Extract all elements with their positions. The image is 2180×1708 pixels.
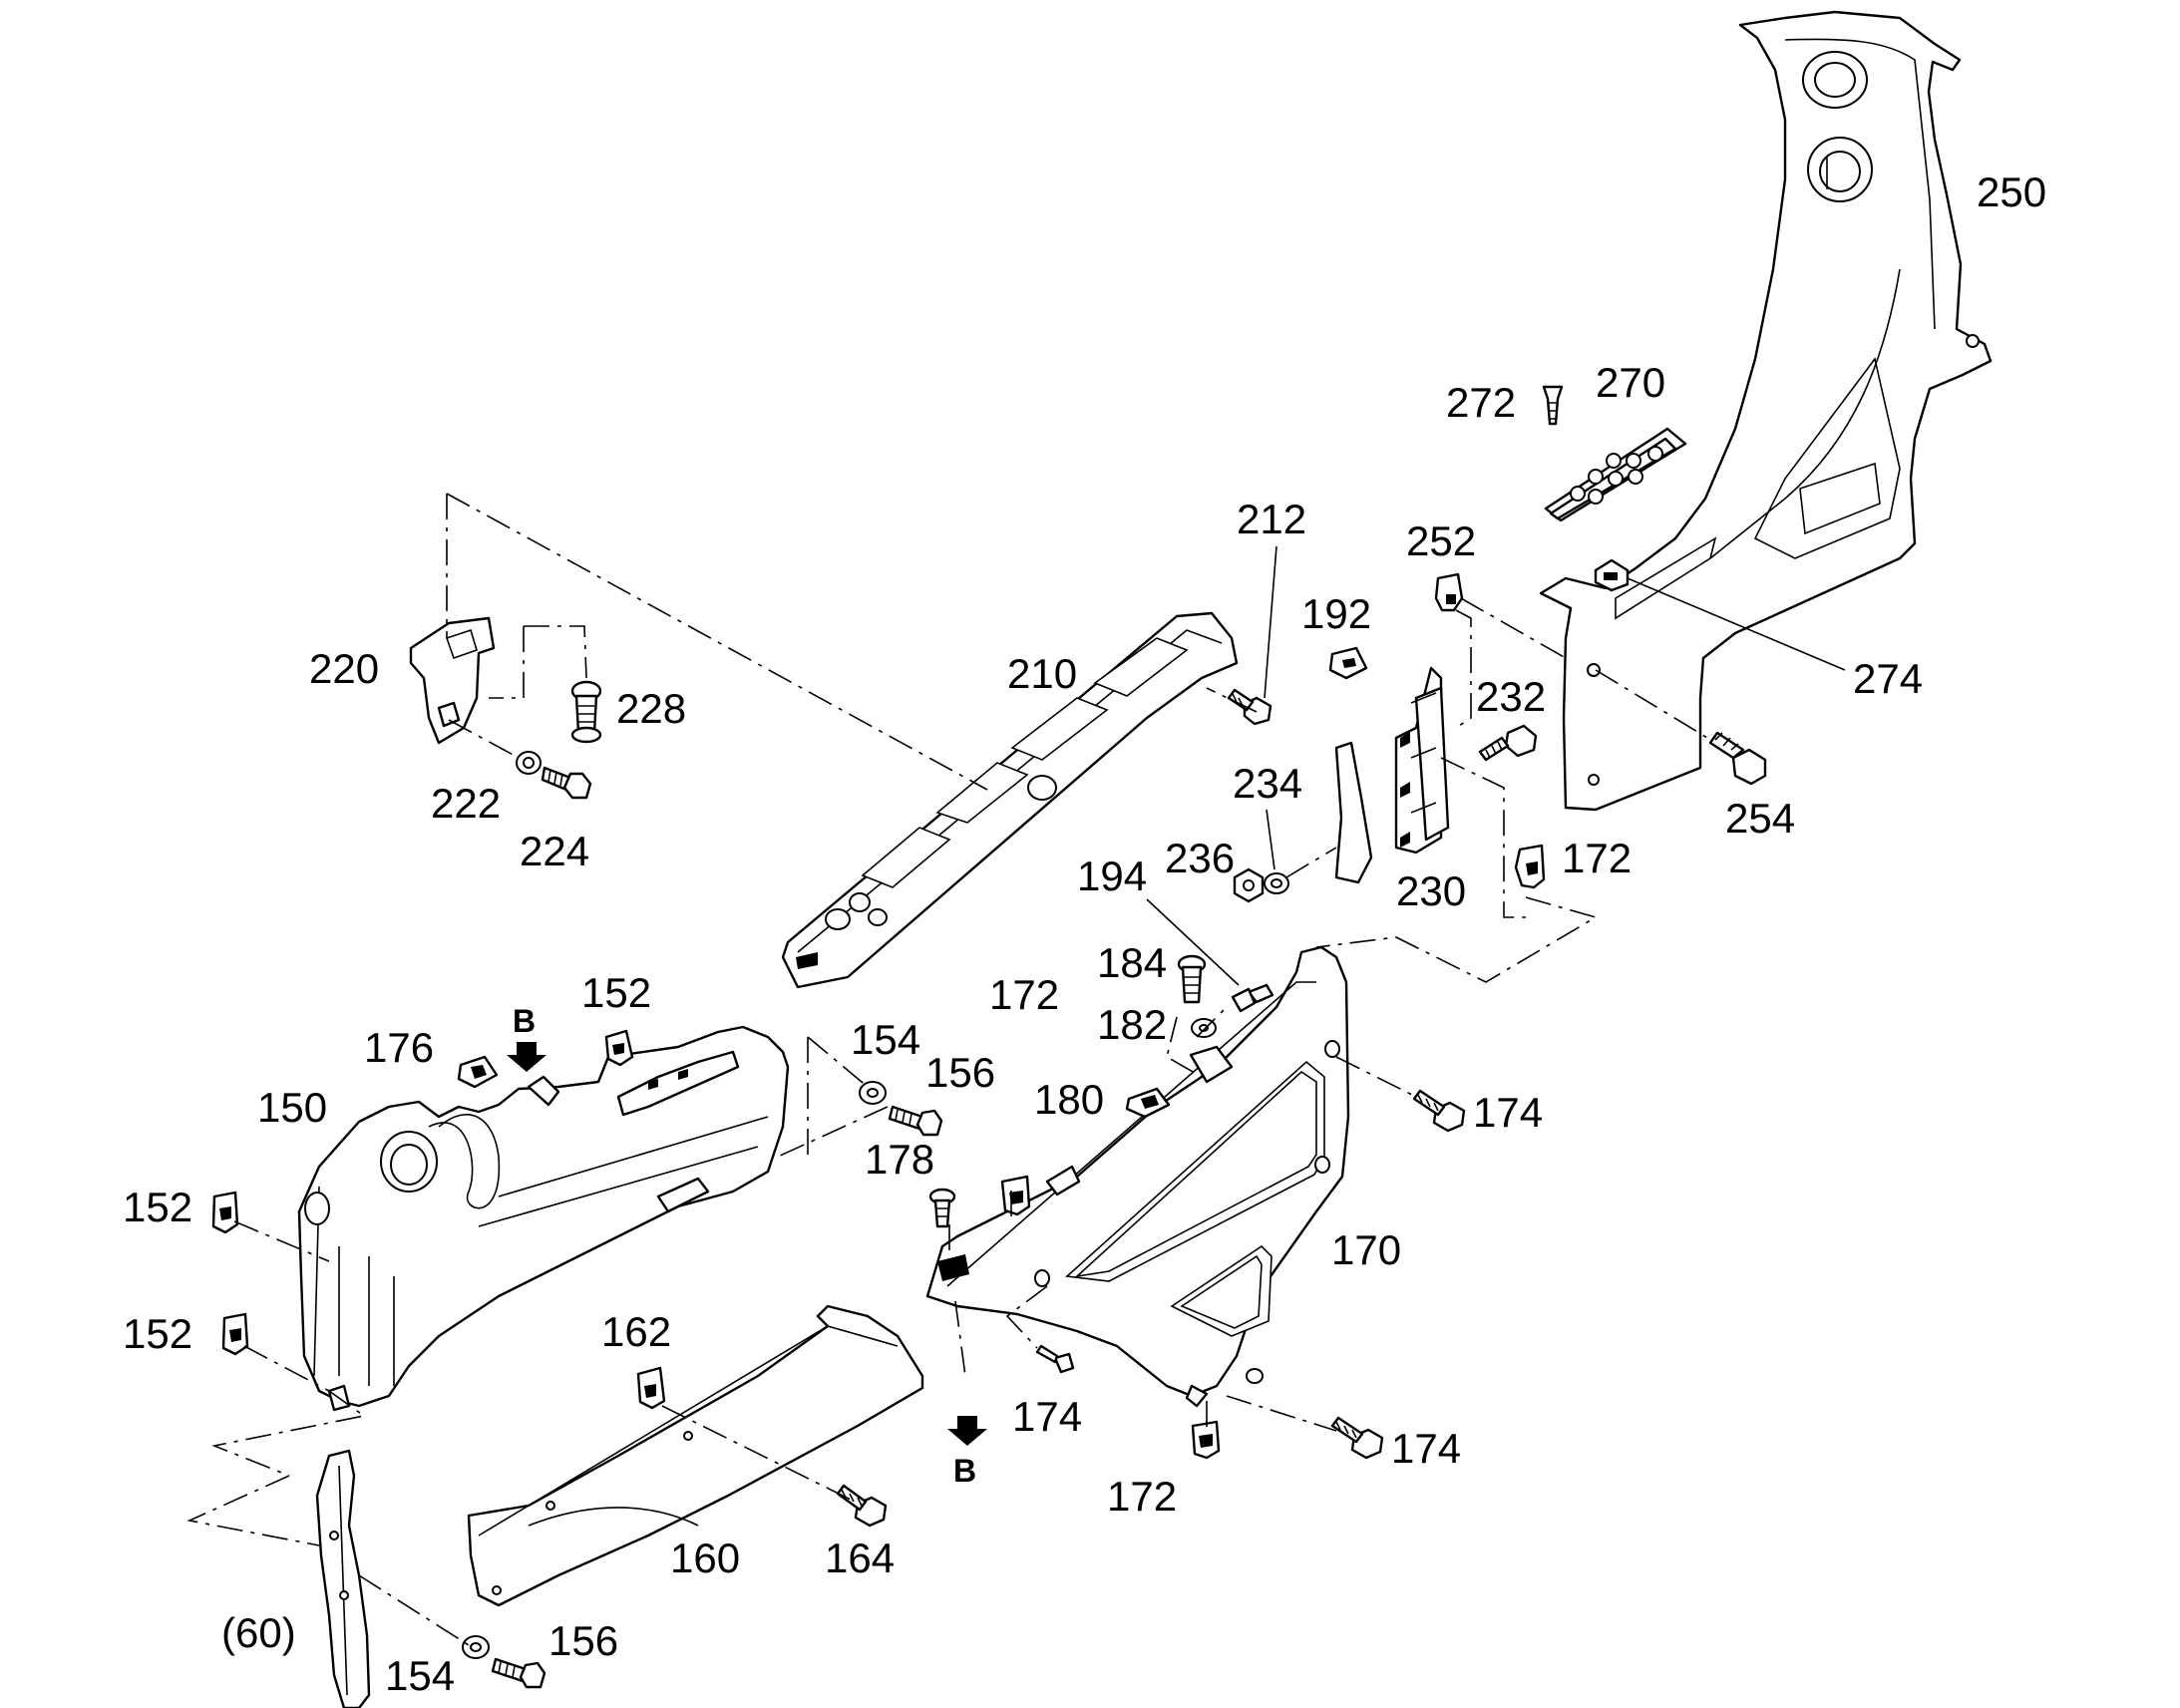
part-220-bracket [409, 616, 496, 745]
callout-192: 192 [1301, 590, 1371, 637]
part-234-washer [1264, 872, 1289, 894]
part-174-screw-middle [1035, 1344, 1075, 1374]
callout-150: 150 [257, 1084, 327, 1131]
callout-252: 252 [1406, 517, 1476, 564]
part-192-clip [1328, 646, 1368, 680]
part-160-lower-trim [467, 1304, 924, 1607]
callout-164: 164 [825, 1535, 895, 1581]
callout-154: 154 [385, 1652, 455, 1699]
callout-254: 254 [1725, 795, 1795, 842]
part-172-clip-lower [1191, 1420, 1221, 1460]
part-184-screw [1177, 954, 1207, 1004]
view-b-top-letter: B [513, 1003, 536, 1039]
part-224-bolt [541, 766, 592, 800]
callout-176: 176 [364, 1024, 434, 1071]
part-152-clip-top [604, 1029, 634, 1067]
callout-60: (60) [221, 1609, 296, 1656]
callout-174: 174 [1391, 1425, 1461, 1472]
callout-274: 274 [1853, 655, 1923, 702]
view-b-bottom-letter: B [953, 1453, 976, 1489]
callout-152: 152 [123, 1310, 192, 1357]
callout-228: 228 [616, 685, 686, 732]
part-174-bolt-upper [1412, 1089, 1466, 1133]
part-270-vent-grille [1544, 427, 1687, 522]
part-172-clip-middle [1000, 1175, 1031, 1216]
part-236-nut [1233, 867, 1265, 903]
callout-224: 224 [520, 828, 589, 874]
part-164-bolt [836, 1484, 888, 1528]
part-222-washer [516, 751, 542, 775]
part-154-washer-lower [462, 1635, 490, 1659]
part-154-washer-upper [859, 1081, 887, 1105]
assembly-leader-lines [186, 493, 1708, 1646]
callout-172: 172 [989, 971, 1059, 1018]
part-272-screw [1542, 385, 1564, 426]
callout-pointer-lines [1146, 545, 1846, 986]
part-254-bolt [1708, 731, 1767, 786]
callout-152: 152 [581, 969, 651, 1016]
callout-272: 272 [1446, 379, 1516, 426]
part-274-clip [1594, 558, 1630, 592]
callout-210: 210 [1007, 650, 1077, 697]
callout-250: 250 [1977, 169, 2046, 215]
part-180-clip [1125, 1087, 1171, 1119]
part-156-bolt-upper [888, 1105, 943, 1137]
callout-194: 194 [1077, 853, 1147, 899]
part-162-clip [636, 1366, 666, 1410]
down-arrow-icon [947, 1416, 987, 1446]
part-60-reference-strip [315, 1449, 371, 1708]
callout-156: 156 [925, 1049, 995, 1096]
callout-160: 160 [670, 1535, 740, 1581]
callout-labels: 150 152 152 152 154 154 156 156 160 162 … [123, 169, 2046, 1699]
part-230-bracket [1334, 666, 1450, 884]
callout-156: 156 [548, 1617, 618, 1664]
view-marker-b-bottom: B [947, 1416, 987, 1489]
part-150-lower-left-trim [297, 1025, 790, 1412]
part-172-clip-upper [1514, 844, 1546, 889]
part-178-screw [928, 1188, 956, 1228]
callout-220: 220 [309, 645, 379, 692]
callout-154: 154 [851, 1016, 920, 1063]
callout-172: 172 [1562, 835, 1632, 881]
part-232-bolt [1478, 724, 1538, 762]
callout-172: 172 [1107, 1473, 1177, 1520]
part-194-screw [1231, 983, 1274, 1013]
part-156-bolt-lower [491, 1657, 546, 1689]
callout-182: 182 [1097, 1001, 1167, 1048]
callout-162: 162 [601, 1308, 671, 1355]
part-174-bolt-lower [1330, 1416, 1384, 1460]
part-210-upper-strip [781, 611, 1239, 989]
part-170-lower-panel [925, 945, 1350, 1408]
callout-212: 212 [1237, 496, 1306, 542]
down-arrow-icon [507, 1042, 546, 1072]
callout-184: 184 [1097, 939, 1167, 986]
callout-234: 234 [1233, 760, 1302, 807]
callout-270: 270 [1596, 359, 1665, 406]
part-176-clip [457, 1055, 499, 1089]
part-228-screw [570, 680, 602, 744]
part-252-clip [1434, 572, 1464, 612]
callout-180: 180 [1034, 1076, 1104, 1123]
callout-222: 222 [431, 780, 501, 827]
callout-178: 178 [865, 1136, 934, 1183]
callout-174: 174 [1012, 1393, 1082, 1440]
callout-232: 232 [1476, 673, 1546, 720]
view-marker-b-top: B [507, 1003, 546, 1072]
part-152-clip-left-lower [221, 1312, 249, 1356]
part-152-clip-left-upper [211, 1191, 239, 1234]
part-250-pillar-trim [1539, 10, 1993, 812]
callout-174: 174 [1473, 1089, 1543, 1136]
callout-230: 230 [1396, 867, 1466, 914]
callout-152: 152 [123, 1184, 192, 1230]
callout-236: 236 [1165, 835, 1235, 881]
callout-170: 170 [1331, 1226, 1401, 1273]
